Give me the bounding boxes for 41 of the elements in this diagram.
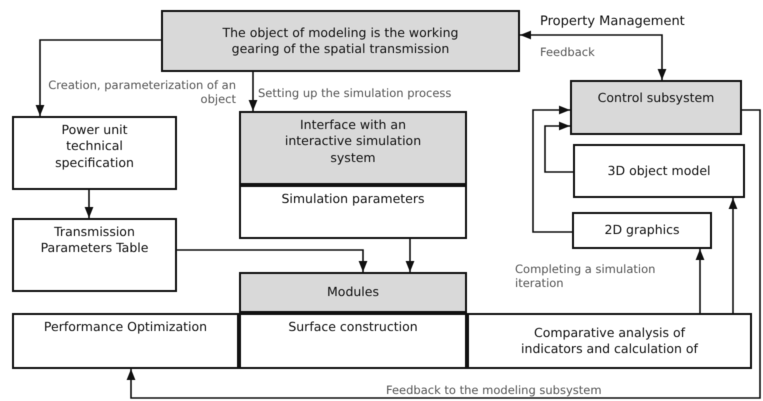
arrow <box>532 106 572 233</box>
process-box <box>161 10 520 72</box>
arrow <box>248 72 258 111</box>
box-text: 2D graphics <box>604 222 680 239</box>
process-box <box>239 111 467 185</box>
arrow <box>728 198 738 313</box>
box-text: Performance Optimization <box>44 319 208 336</box>
arrow <box>36 39 161 116</box>
process-box <box>467 313 752 369</box>
arrow <box>406 239 414 272</box>
process-box <box>570 80 742 135</box>
process-box <box>12 116 177 190</box>
edge-label: Feedback to the modeling subsystem <box>386 383 602 398</box>
process-box <box>12 218 177 292</box>
box-text: Surface construction <box>288 319 418 336</box>
arrow <box>544 122 573 173</box>
process-box <box>573 144 745 198</box>
process-box <box>572 212 712 249</box>
box-text: The object of modeling is the working gearing of the spatial transmission <box>222 24 460 58</box>
arrow <box>177 249 368 272</box>
arrow <box>126 109 761 399</box>
process-box <box>12 313 239 369</box>
process-box <box>239 272 467 313</box>
arrow <box>696 249 704 313</box>
box-text: Simulation parameters <box>281 191 425 208</box>
process-box <box>239 185 467 239</box>
process-box <box>239 313 467 369</box>
box-text: 3D object model <box>608 162 710 180</box>
box-text: Control subsystem <box>598 90 714 106</box>
edge-label: Property Management <box>540 14 685 30</box>
edge-label: Setting up the simulation process <box>258 86 452 100</box>
box-text: Interface with an interactive simulation system <box>284 117 422 166</box>
arrow <box>520 30 666 80</box>
box-text: Comparative analysis of indicators and calculation of <box>520 324 700 358</box>
edge-label: Completing a simulation iteration <box>515 262 656 291</box>
edge-label: Creation, parameterization of an object <box>47 78 236 107</box>
box-text: Modules <box>327 284 379 301</box>
note-label: Feedback <box>540 45 595 60</box>
box-text: Transmission Parameters Table <box>40 224 150 256</box>
box-text: Power unit technical specification <box>54 122 135 171</box>
arrow <box>84 190 94 218</box>
